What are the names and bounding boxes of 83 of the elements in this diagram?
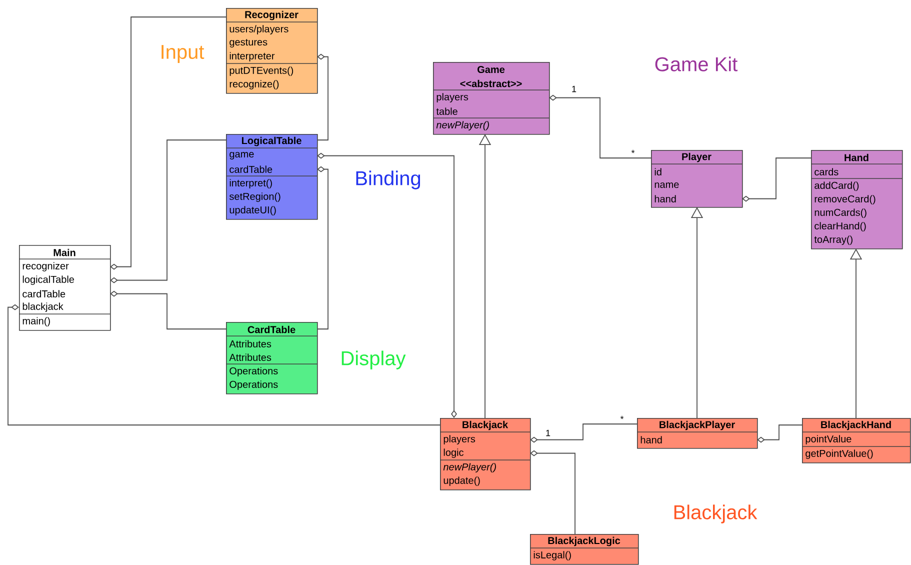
attribute-text: players	[436, 93, 468, 102]
operation-text: toArray()	[814, 236, 852, 245]
multiplicity: 1	[546, 430, 550, 436]
operation-text: newPlayer()	[436, 121, 489, 130]
operation-text: clearHand()	[814, 222, 866, 232]
aggregation-line	[316, 166, 328, 330]
class-box	[802, 418, 911, 464]
class-name: LogicalTable	[242, 136, 302, 146]
group-title: Game Kit	[655, 56, 738, 72]
operation-text: Operations	[230, 367, 278, 376]
class-name: BlackjackHand	[821, 420, 891, 430]
aggregation-line	[549, 94, 652, 158]
class-name: Recognizer	[245, 10, 298, 20]
attribute-text: id	[654, 168, 662, 176]
operation-text: removeCard()	[814, 195, 876, 204]
class-name: BlackjackPlayer	[660, 420, 735, 430]
group-title: Display	[342, 350, 406, 370]
operation-text: update()	[444, 476, 480, 486]
class-box	[636, 418, 758, 449]
attribute-text: hand	[654, 195, 676, 202]
attribute-text: players	[444, 435, 476, 444]
attribute-text: pointValue	[806, 435, 852, 444]
class-box	[440, 418, 531, 490]
attribute-text: cards	[814, 168, 838, 176]
attribute-text: interpreter	[230, 52, 275, 62]
operation-text: Operations	[230, 380, 278, 390]
class-box	[432, 62, 550, 135]
aggregation-line	[742, 158, 812, 202]
aggregation-line	[530, 424, 638, 443]
attribute-text: cardTable	[230, 166, 272, 173]
attribute-text: Attributes	[229, 354, 272, 361]
class-name: Player	[682, 152, 712, 162]
attribute-text: table	[436, 108, 458, 115]
attribute-text: isLegal()	[534, 551, 571, 560]
operation-text: updateUI()	[230, 206, 276, 216]
class-box	[650, 150, 743, 208]
class-box	[226, 134, 318, 220]
group-title: Binding	[356, 170, 420, 190]
attribute-text: blackjack	[22, 302, 64, 312]
aggregation-line	[110, 16, 226, 270]
operation-text: main()	[22, 317, 50, 326]
attribute-text: game	[230, 152, 254, 160]
aggregation-line	[530, 450, 576, 534]
multiplicity: 1	[572, 86, 576, 92]
class-box	[226, 8, 318, 94]
aggregation-line	[317, 152, 457, 418]
attribute-text: gestures	[230, 38, 268, 48]
class-name: CardTable	[248, 326, 296, 334]
operation-text: newPlayer()	[443, 463, 496, 472]
attribute-text: logic	[444, 448, 464, 458]
attribute-text: logicalTable	[22, 276, 74, 285]
operation-text: setRegion()	[230, 192, 280, 202]
class-name: BlackjackLogic	[548, 536, 620, 546]
aggregation-line	[316, 54, 328, 140]
class-box	[530, 534, 639, 565]
class-name: Game	[478, 66, 505, 74]
operation-text: getPointValue()	[806, 450, 873, 459]
aggregation-line	[110, 290, 226, 330]
attribute-text: recognizer	[22, 262, 69, 272]
class-name: <<abstract>>	[460, 80, 522, 88]
attribute-text: users/players	[230, 25, 288, 34]
multiplicity: *	[631, 150, 635, 154]
class-name: Hand	[844, 154, 868, 162]
aggregation-line	[757, 424, 802, 443]
operation-text: numCards()	[814, 208, 866, 218]
operation-text: addCard()	[814, 182, 859, 191]
aggregation-line	[110, 140, 226, 284]
class-box	[226, 322, 318, 394]
group-title: Blackjack	[674, 504, 758, 524]
class-name: Main	[54, 248, 76, 256]
class-box	[18, 245, 111, 331]
operation-text: recognize()	[230, 80, 279, 90]
class-box	[810, 150, 903, 250]
attribute-text: Attributes	[229, 340, 272, 348]
class-name: Blackjack	[462, 420, 508, 430]
attribute-text: name	[654, 182, 679, 188]
attribute-text: hand	[640, 436, 662, 444]
operation-text: putDTEvents()	[230, 66, 294, 76]
attribute-text: cardTable	[22, 290, 66, 298]
operation-text: interpret()	[230, 179, 272, 188]
multiplicity: *	[620, 416, 624, 420]
aggregation-line	[8, 304, 440, 426]
group-title: Input	[162, 45, 204, 63]
